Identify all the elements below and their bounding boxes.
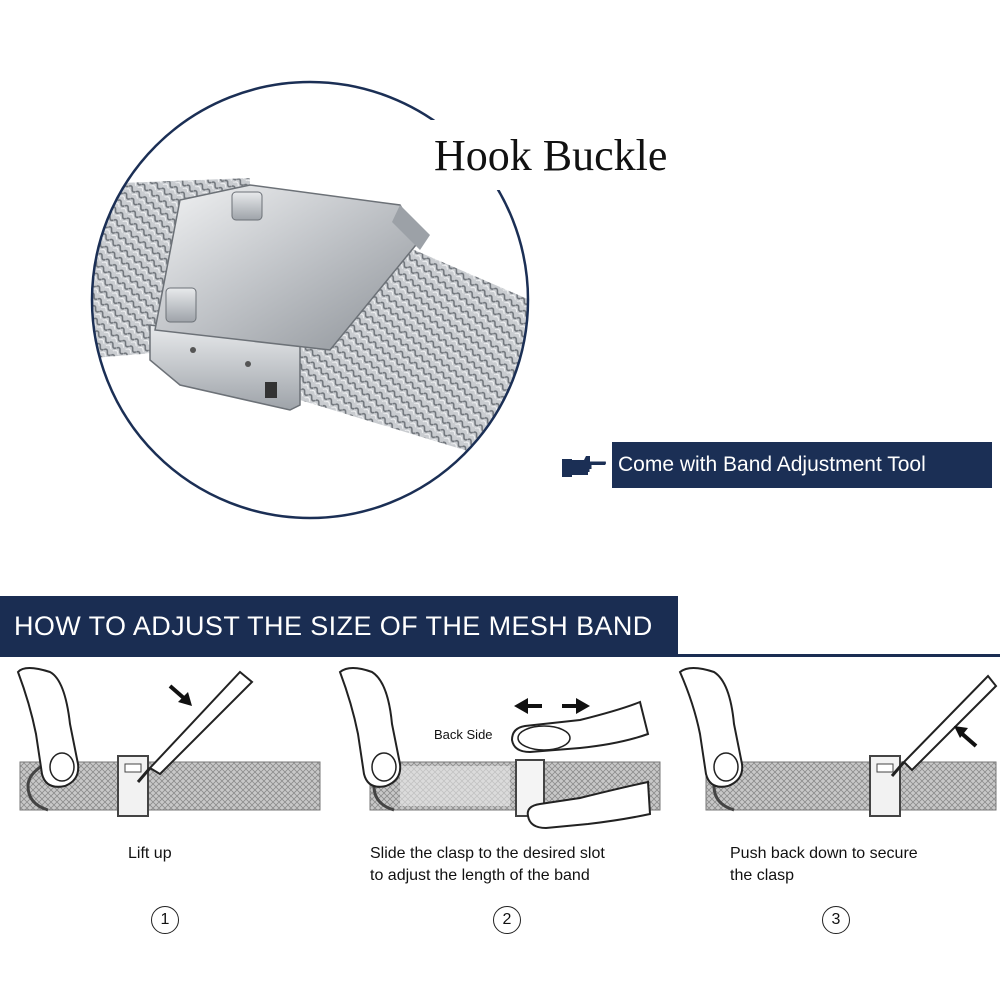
hook-buckle-title: Hook Buckle	[434, 131, 668, 180]
step-1-caption-line-1: Lift up	[128, 845, 172, 862]
back-side-label: Back Side	[434, 727, 493, 742]
step-1-number: 1	[151, 906, 179, 934]
step-3-illustration	[678, 667, 998, 817]
pointing-hand-icon	[562, 456, 606, 477]
hook-buckle-illustration	[90, 80, 530, 520]
band-tool-banner: Come with Band Adjustment Tool	[612, 442, 992, 488]
step-1-illustration	[16, 667, 321, 817]
step-2-illustration	[338, 667, 661, 830]
header-divider	[0, 654, 1000, 657]
step-3-number: 3	[822, 906, 850, 934]
step-1-caption: Lift up	[128, 843, 172, 865]
instructions-header: HOW TO ADJUST THE SIZE OF THE MESH BAND	[0, 596, 678, 656]
step-2-caption-line-2: to adjust the length of the band	[370, 867, 590, 884]
step-2-number: 2	[493, 906, 521, 934]
step-3-caption-line-1: Push back down to secure	[730, 845, 918, 862]
step-2-caption-line-1: Slide the clasp to the desired slot	[370, 845, 605, 862]
step-2-caption: Slide the clasp to the desired slot to a…	[370, 843, 605, 887]
step-3-caption: Push back down to secure the clasp	[730, 843, 918, 887]
step-3-caption-line-2: the clasp	[730, 867, 795, 884]
